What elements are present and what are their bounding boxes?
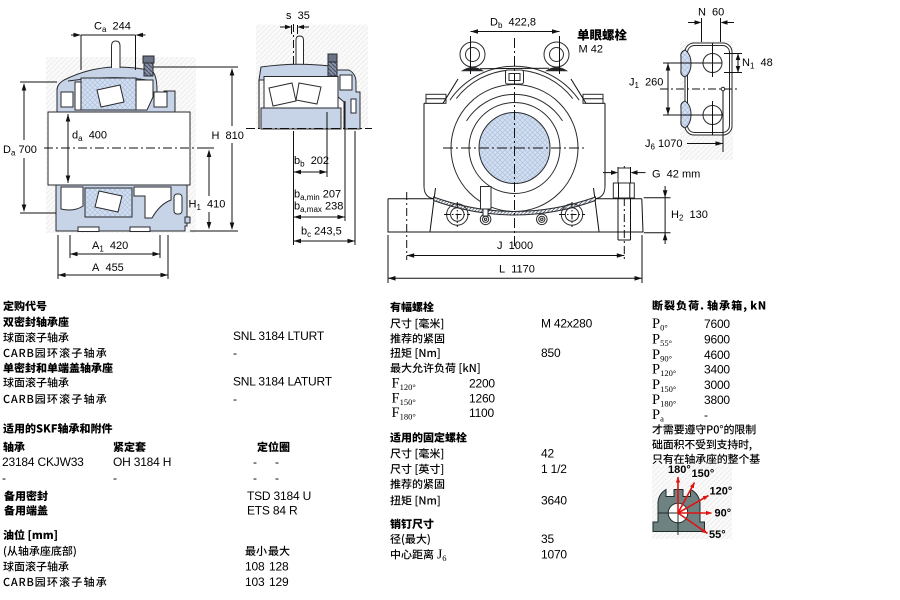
svg-text:H 810: H 810: [212, 130, 244, 142]
svg-text:N1 48: N1 48: [742, 57, 773, 71]
svg-text:180°: 180°: [668, 464, 691, 476]
svg-text:P55°: P55°: [652, 332, 672, 349]
svg-text:Ca 244: Ca 244: [94, 21, 131, 35]
svg-text:129: 129: [269, 575, 289, 589]
svg-text:55°: 55°: [709, 529, 726, 541]
svg-text:P0°: P0°: [652, 316, 668, 333]
svg-text:4600: 4600: [704, 348, 730, 362]
svg-text:-: -: [275, 471, 279, 485]
svg-text:850: 850: [541, 346, 561, 360]
svg-text:-: -: [253, 455, 257, 469]
svg-text:G 42 mm: G 42 mm: [652, 169, 700, 181]
svg-text:120°: 120°: [710, 486, 733, 498]
svg-text:J 1000: J 1000: [497, 240, 533, 252]
svg-text:103: 103: [245, 575, 265, 589]
svg-text:J6 1070: J6 1070: [645, 138, 682, 152]
svg-text:A1 420: A1 420: [92, 240, 128, 254]
svg-text:TSD 3184 U: TSD 3184 U: [247, 489, 311, 503]
svg-text:1 1/2: 1 1/2: [541, 462, 567, 476]
svg-text:ETS 84 R: ETS 84 R: [247, 504, 298, 518]
svg-text:-: -: [253, 471, 257, 485]
svg-text:N 60: N 60: [698, 7, 724, 19]
svg-text:3400: 3400: [704, 363, 730, 377]
svg-text:Da 700: Da 700: [3, 144, 37, 158]
svg-text:bc 243,5: bc 243,5: [301, 226, 342, 240]
svg-text:OH 3184 H: OH 3184 H: [113, 455, 171, 469]
svg-text:SNL 3184 LATURT: SNL 3184 LATURT: [233, 375, 333, 389]
svg-text:128: 128: [269, 560, 289, 574]
svg-text:F120°: F120°: [392, 375, 416, 392]
svg-text:1070: 1070: [541, 548, 567, 562]
svg-text:1260: 1260: [469, 392, 495, 406]
svg-text:Pa: Pa: [652, 407, 664, 424]
svg-text:P120°: P120°: [652, 362, 676, 379]
svg-text:35: 35: [541, 532, 554, 546]
svg-text:J1 260: J1 260: [629, 77, 663, 91]
svg-text:-: -: [704, 408, 708, 422]
svg-text:-: -: [275, 455, 279, 469]
svg-text:ba,max 238: ba,max 238: [294, 201, 343, 215]
svg-text:F180°: F180°: [392, 405, 416, 422]
svg-text:bb 202: bb 202: [294, 155, 329, 169]
svg-text:SNL 3184 LTURT: SNL 3184 LTURT: [233, 329, 325, 343]
svg-text:2200: 2200: [469, 376, 495, 390]
svg-text:3800: 3800: [704, 393, 730, 407]
svg-text:L 1170: L 1170: [499, 264, 535, 276]
svg-text:M 42: M 42: [579, 44, 603, 56]
svg-text:108: 108: [245, 560, 265, 574]
svg-text:-: -: [233, 392, 237, 406]
svg-text:H2 130: H2 130: [671, 209, 708, 223]
svg-text:Db 422,8: Db 422,8: [490, 17, 536, 31]
svg-text:3000: 3000: [704, 378, 730, 392]
svg-text:A 455: A 455: [92, 262, 124, 274]
svg-text:H1 410: H1 410: [189, 199, 226, 213]
svg-text:-: -: [2, 471, 6, 485]
svg-text:s 35: s 35: [286, 10, 310, 22]
svg-text:23184 CKJW33: 23184 CKJW33: [2, 455, 84, 469]
svg-text:90°: 90°: [715, 507, 732, 519]
svg-text:da 400: da 400: [72, 130, 107, 144]
svg-text:-: -: [113, 471, 117, 485]
svg-text:3640: 3640: [541, 494, 567, 508]
svg-text:9600: 9600: [704, 333, 730, 347]
svg-text:150°: 150°: [692, 468, 715, 480]
svg-text:J6: J6: [437, 547, 447, 564]
svg-text:42: 42: [541, 447, 554, 461]
svg-text:-: -: [233, 346, 237, 360]
svg-text:7600: 7600: [704, 317, 730, 331]
svg-text:1100: 1100: [469, 406, 495, 420]
svg-text:M 42x280: M 42x280: [541, 317, 593, 331]
